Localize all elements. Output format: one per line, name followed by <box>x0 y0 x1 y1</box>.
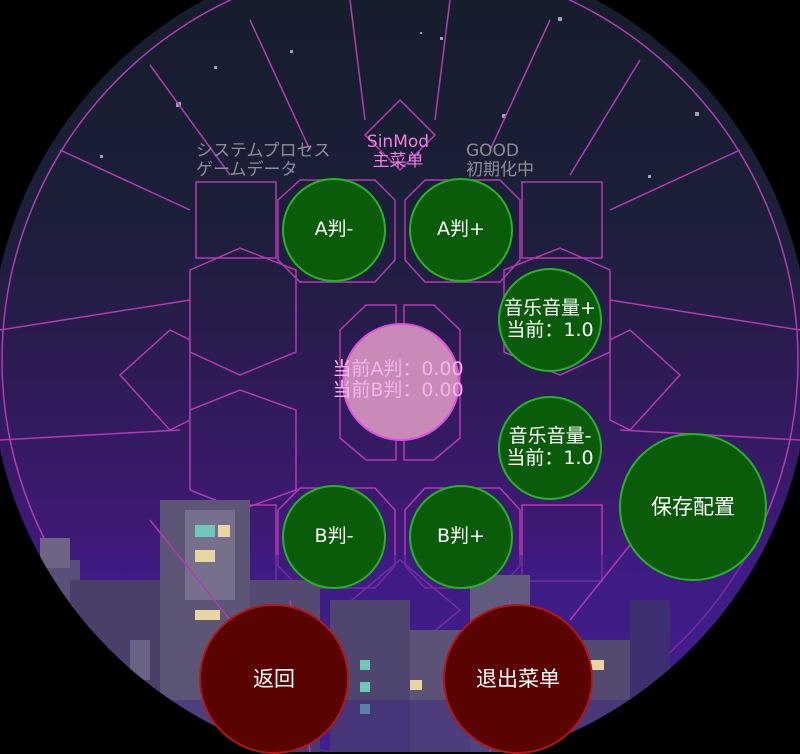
system-process-line2: ゲームデータ <box>196 159 298 180</box>
current-b-judge: 当前B判：0.00 <box>332 378 464 401</box>
exit-menu-label: 退出菜单 <box>476 666 560 691</box>
back-button[interactable]: 返回 <box>199 604 349 754</box>
menu-title: SinMod 主菜单 <box>350 133 446 170</box>
current-a-judge: 当前A判：0.00 <box>332 358 464 380</box>
music-volume-up-value: 当前：1.0 <box>506 319 594 341</box>
system-process-line1: システムプロセス <box>196 141 331 161</box>
status-line2: 初期化中 <box>466 159 534 180</box>
music-volume-down-label: 音乐音量- <box>508 425 592 448</box>
music-volume-up-label: 音乐音量+ <box>504 297 596 320</box>
center-judge-readout: 当前A判：0.00 当前B判：0.00 <box>300 359 496 401</box>
save-config-label: 保存配置 <box>651 494 735 519</box>
b-judge-minus-button[interactable]: B判- <box>282 485 386 589</box>
b-judge-plus-button[interactable]: B判+ <box>409 485 513 589</box>
status-line1: GOOD <box>466 141 520 161</box>
b-judge-minus-label: B判- <box>314 525 354 548</box>
b-judge-plus-label: B判+ <box>437 525 485 548</box>
exit-menu-button[interactable]: 退出菜单 <box>443 604 593 754</box>
a-judge-plus-label: A判+ <box>437 218 485 241</box>
music-volume-down-value: 当前：1.0 <box>506 447 594 469</box>
center-status-disc <box>342 323 460 441</box>
menu-title-line1: SinMod <box>366 132 430 152</box>
back-label: 返回 <box>253 666 295 691</box>
menu-title-line2: 主菜单 <box>372 150 424 171</box>
music-volume-up-button[interactable]: 音乐音量+ 当前：1.0 <box>498 268 602 372</box>
status-label: GOOD 初期化中 <box>466 142 576 179</box>
a-judge-minus-button[interactable]: A判- <box>282 178 386 282</box>
music-volume-down-button[interactable]: 音乐音量- 当前：1.0 <box>498 396 602 500</box>
a-judge-plus-button[interactable]: A判+ <box>409 178 513 282</box>
system-process-label: システムプロセス ゲームデータ <box>196 142 356 179</box>
a-judge-minus-label: A判- <box>314 218 354 241</box>
save-config-button[interactable]: 保存配置 <box>619 433 767 581</box>
